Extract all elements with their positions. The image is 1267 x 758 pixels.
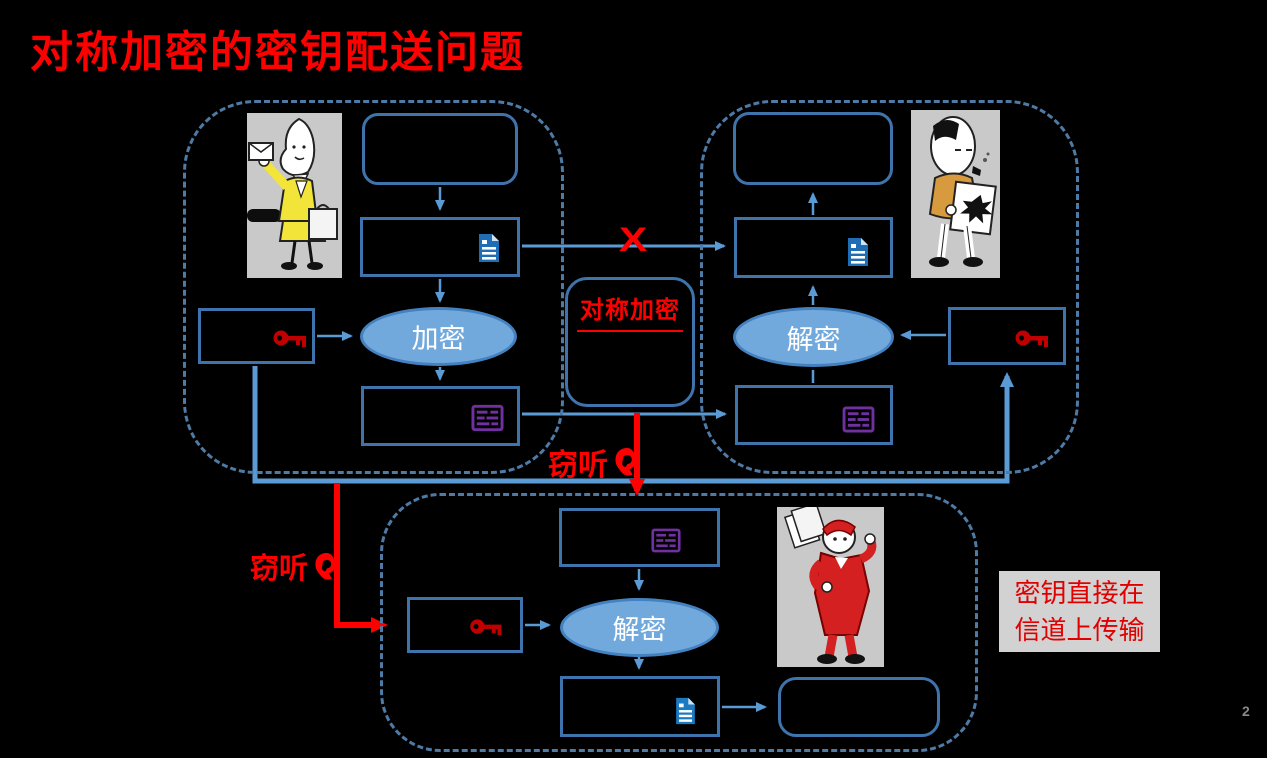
- ear-icon: [614, 447, 641, 477]
- eavesdrop-text: 窃听: [250, 553, 309, 585]
- key-icon: [1015, 327, 1051, 351]
- ear-icon: [314, 552, 340, 581]
- blocked-x-mark: X: [618, 221, 648, 259]
- receiver-node-box: [733, 112, 893, 185]
- note-line2: 信道上传输: [1014, 615, 1145, 645]
- sender-node-box: [362, 113, 518, 185]
- attacker-key-box: [407, 597, 523, 653]
- document-icon: [478, 233, 500, 263]
- attacker-person-image: [777, 507, 884, 667]
- encrypt-ellipse: 加密: [360, 307, 517, 366]
- decrypt-ellipse-attacker: 解密: [560, 598, 719, 657]
- receiver-zone: [700, 100, 1079, 474]
- note-line1: 密钥直接在: [1014, 578, 1145, 608]
- page-number: 2: [1242, 703, 1250, 719]
- sender-plaintext-box: [360, 217, 520, 277]
- scheme-label: 对称加密: [580, 297, 680, 324]
- receiver-ciphertext-box: [735, 385, 893, 445]
- decrypt-label: 解密: [612, 615, 667, 645]
- attacker-plaintext-box: [560, 676, 720, 737]
- eavesdrop-tap-key: [334, 484, 388, 633]
- sender-key-box: [198, 308, 315, 364]
- scheme-underline: [577, 330, 683, 332]
- encrypted-document-icon: [651, 527, 681, 554]
- encrypted-document-icon: [471, 404, 504, 432]
- document-icon: [847, 237, 869, 267]
- encrypt-label: 加密: [411, 324, 466, 354]
- eavesdrop-text: 窃听: [548, 449, 608, 482]
- attacker-zone: [380, 493, 978, 752]
- receiver-plaintext-box: [734, 217, 893, 278]
- receiver-key-box: [948, 307, 1066, 365]
- sender-ciphertext-box: [361, 386, 520, 446]
- document-icon: [675, 697, 696, 725]
- scheme-box: 对称加密: [565, 277, 695, 407]
- eavesdrop-label-ciphertext: 窃听: [548, 440, 641, 484]
- encrypted-document-icon: [842, 406, 875, 433]
- receiver-person-image: [911, 110, 1000, 278]
- note-box: 密钥直接在 信道上传输: [999, 571, 1160, 652]
- sender-person-image: [247, 113, 342, 278]
- key-icon: [468, 616, 506, 639]
- attacker-result-box: [778, 677, 940, 737]
- slide-title: 对称加密的密钥配送问题: [30, 29, 525, 77]
- attacker-ciphertext-box: [559, 508, 720, 567]
- decrypt-label: 解密: [786, 324, 841, 355]
- key-icon: [273, 327, 309, 351]
- decrypt-ellipse-receiver: 解密: [733, 307, 894, 367]
- sender-zone: [183, 100, 564, 474]
- eavesdrop-label-key: 窃听: [250, 545, 340, 587]
